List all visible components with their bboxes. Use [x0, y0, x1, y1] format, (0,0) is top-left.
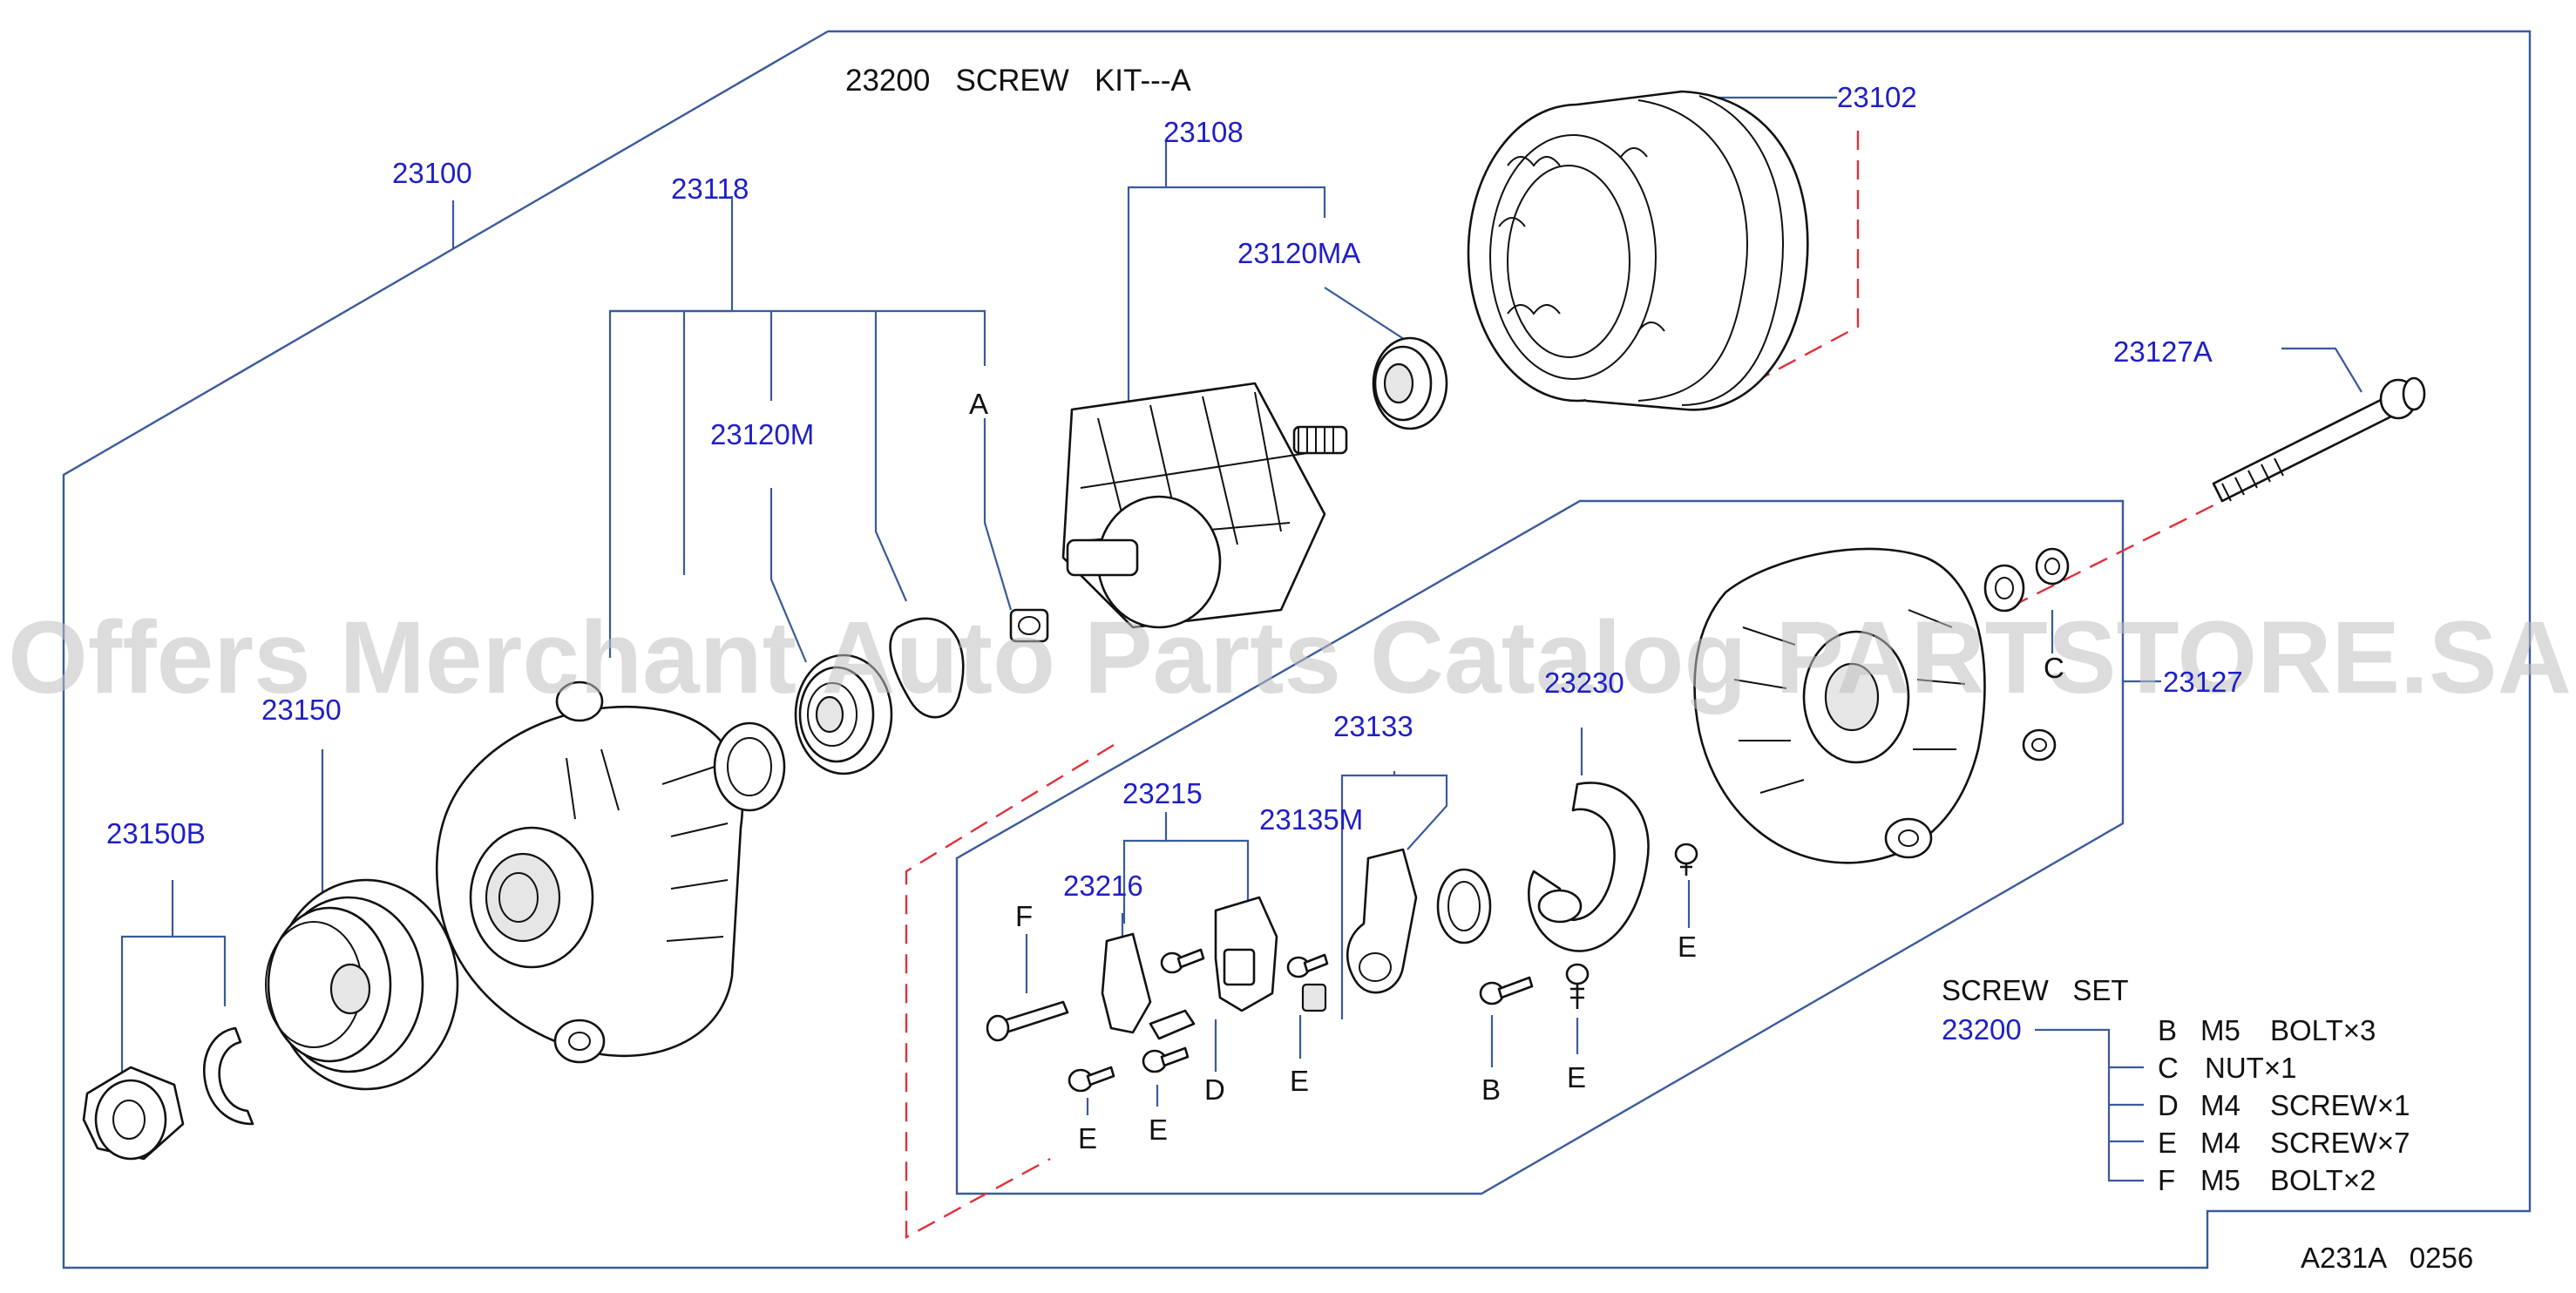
through-bolt — [2212, 376, 2426, 503]
rear-housing — [1693, 547, 1986, 864]
callout-23118: 23118 — [671, 173, 749, 205]
screw-e-1 — [1068, 1066, 1115, 1093]
kit-title: 23200 SCREW KIT---A — [845, 64, 1191, 98]
brush-seal — [1436, 868, 1492, 944]
regulator-bracket — [1101, 932, 1196, 1040]
outer-assembly-frame — [62, 30, 2532, 1269]
screw-d — [1160, 948, 1205, 974]
svg-text:M4: M4 — [2200, 1127, 2240, 1159]
front-housing — [435, 680, 744, 1064]
screw-set-title: SCREW SET — [1942, 974, 2129, 1006]
rear-bearing — [1372, 336, 1448, 430]
inner-rear-assembly-frame — [955, 499, 2125, 1195]
callout-e-3: E — [1290, 1065, 1309, 1097]
terminal-plate — [1527, 782, 1650, 952]
callout-23100: 23100 — [392, 157, 472, 189]
screw-set-item: B M5 BOLT×3 — [2158, 1014, 2376, 1046]
callout-e-5: E — [1678, 931, 1697, 963]
callout-d: D — [1204, 1073, 1225, 1106]
callout-23135M: 23135M — [1259, 803, 1363, 836]
callout-f: F — [1015, 900, 1033, 932]
svg-text:F: F — [2158, 1164, 2175, 1196]
brush-holder — [1346, 848, 1418, 994]
callout-c: C — [2044, 652, 2064, 684]
screw-set-item: C NUT×1 — [2158, 1052, 2296, 1084]
terminal-insulator — [1301, 983, 1327, 1012]
bolt-b — [1479, 976, 1534, 1005]
svg-text:M4: M4 — [2200, 1089, 2240, 1121]
watermark: Offers Merchant Auto Parts Catalog PARTS… — [8, 600, 2572, 715]
callout-e-2: E — [1149, 1114, 1168, 1146]
callout-23215: 23215 — [1122, 777, 1203, 809]
pulley — [265, 878, 459, 1091]
front-spacer — [713, 721, 786, 812]
bolt-f — [986, 1000, 1069, 1042]
diagram-code: A231A 0256 — [2301, 1242, 2473, 1274]
rotor — [1061, 382, 1348, 629]
screw-set-item: E M4 SCREW×7 — [2158, 1127, 2410, 1159]
callout-23102: 23102 — [1837, 81, 1917, 113]
svg-text:BOLT×3: BOLT×3 — [2270, 1014, 2376, 1046]
bearing-retainer — [889, 617, 965, 719]
svg-text:C: C — [2158, 1052, 2179, 1084]
screw-e-4 — [1565, 963, 1590, 1009]
callout-23127: 23127 — [2163, 666, 2243, 698]
screw-e-5 — [1674, 843, 1698, 876]
callout-23108: 23108 — [1163, 116, 1244, 148]
callout-23150: 23150 — [261, 694, 342, 726]
svg-text:B: B — [2158, 1014, 2177, 1046]
callout-23133: 23133 — [1333, 710, 1413, 742]
svg-text:NUT×1: NUT×1 — [2205, 1052, 2296, 1084]
svg-text:BOLT×2: BOLT×2 — [2270, 1164, 2376, 1196]
callout-23150B: 23150B — [106, 817, 206, 850]
callout-e-1: E — [1078, 1122, 1097, 1154]
callout-23216: 23216 — [1063, 870, 1143, 902]
screw-e-2 — [1142, 1046, 1190, 1073]
callout-23120MA: 23120MA — [1237, 237, 1360, 269]
pulley-nut — [82, 1066, 185, 1161]
callout-a: A — [969, 388, 988, 420]
callout-b: B — [1481, 1073, 1501, 1106]
screw-set-item: D M4 SCREW×1 — [2158, 1089, 2410, 1121]
svg-text:D: D — [2158, 1089, 2179, 1121]
screw-set-item: F M5 BOLT×2 — [2158, 1164, 2376, 1196]
callout-23230: 23230 — [1544, 667, 1624, 699]
alignment-line-brush-assembly — [905, 743, 1115, 1240]
screw-set-number: 23200 — [1942, 1013, 2022, 1046]
front-bearing — [794, 653, 893, 775]
callout-23127A: 23127A — [2113, 335, 2213, 368]
regulator — [1214, 896, 1278, 1012]
svg-text:SCREW×7: SCREW×7 — [2270, 1127, 2410, 1159]
leader-lines — [120, 96, 2362, 1182]
stator — [1467, 90, 1809, 411]
svg-text:SCREW×1: SCREW×1 — [2270, 1089, 2410, 1121]
svg-text:M5: M5 — [2200, 1164, 2240, 1196]
callout-e-4: E — [1567, 1061, 1586, 1093]
svg-text:E: E — [2158, 1127, 2177, 1159]
rear-nuts — [1983, 547, 2070, 762]
screw-e-3 — [1286, 953, 1329, 978]
callout-23120M: 23120M — [710, 418, 814, 450]
svg-text:M5: M5 — [2200, 1014, 2240, 1046]
shaft-nut-a — [1009, 608, 1049, 643]
snap-ring — [203, 1026, 254, 1126]
alignment-line-through-bolt — [2003, 491, 2240, 612]
